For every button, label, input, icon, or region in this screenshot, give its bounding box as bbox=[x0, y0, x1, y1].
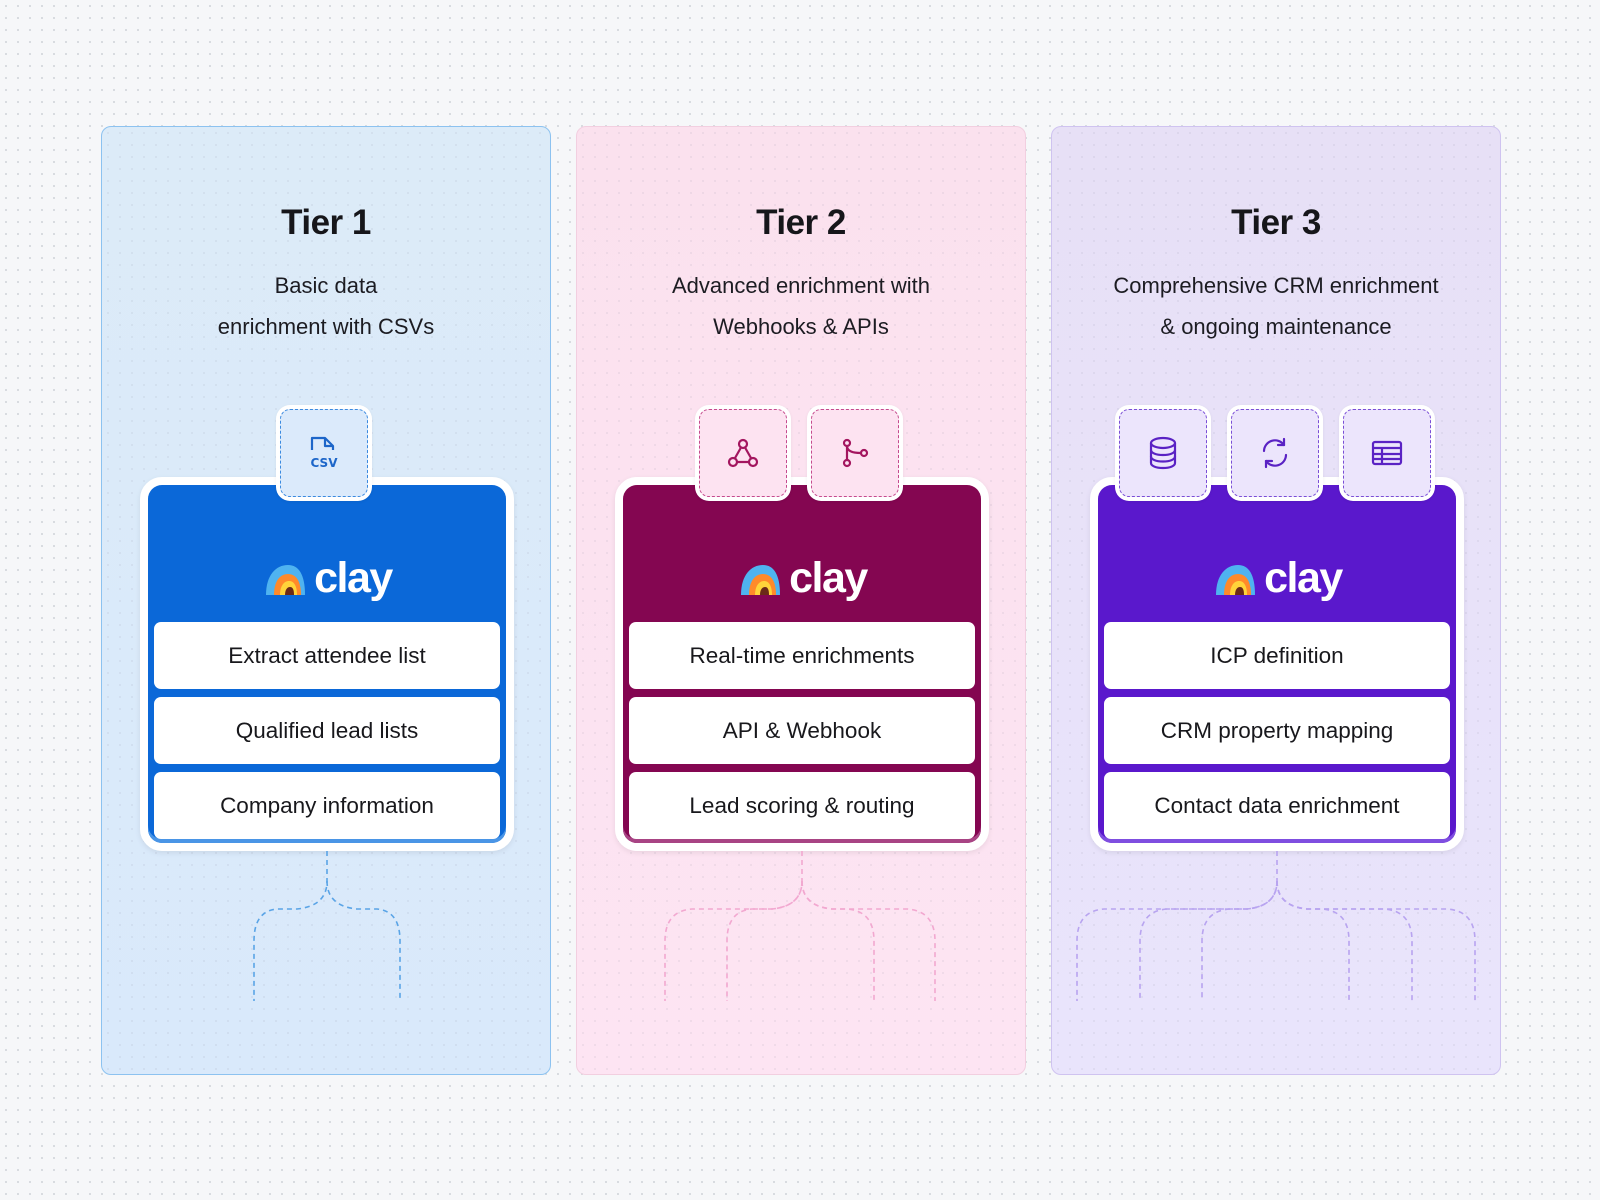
list-item: API & Webhook bbox=[629, 697, 975, 764]
clay-logo: clay bbox=[148, 557, 506, 600]
sync-icon-box bbox=[1227, 405, 1323, 501]
clay-logo-text: clay bbox=[789, 554, 868, 602]
csv-label: CSV bbox=[311, 456, 339, 470]
clay-logo-icon bbox=[1216, 564, 1256, 595]
git-branch-icon bbox=[842, 438, 869, 468]
git-branch-icon-box bbox=[807, 405, 903, 501]
feature-list: Extract attendee list Qualified lead lis… bbox=[154, 622, 500, 843]
branch-connector bbox=[664, 851, 936, 1001]
webhook-icon-box bbox=[695, 405, 791, 501]
list-item: Qualified lead lists bbox=[154, 697, 500, 764]
tier-description: Basic data enrichment with CSVs bbox=[122, 265, 530, 347]
clay-card: clay ICP definition CRM property mapping… bbox=[1090, 477, 1464, 851]
csv-file-icon: CSV bbox=[311, 436, 339, 470]
branch-connector bbox=[253, 851, 401, 1001]
list-item: Extract attendee list bbox=[154, 622, 500, 689]
clay-card: clay Extract attendee list Qualified lea… bbox=[140, 477, 514, 851]
database-icon bbox=[1149, 436, 1177, 470]
tier-2-column: Tier 2 Advanced enrichment with Webhooks… bbox=[576, 126, 1026, 1075]
table-icon bbox=[1371, 440, 1403, 466]
csv-file-icon-box: CSV bbox=[276, 405, 372, 501]
list-item: Contact data enrichment bbox=[1104, 772, 1450, 839]
tier-description-line: Basic data bbox=[274, 273, 378, 298]
table-icon-box bbox=[1339, 405, 1435, 501]
clay-card: clay Real-time enrichments API & Webhook… bbox=[615, 477, 989, 851]
tier-title: Tier 3 bbox=[1231, 203, 1321, 242]
tier-title: Tier 2 bbox=[756, 203, 846, 242]
tier-description-line: Comprehensive CRM enrichment bbox=[1113, 273, 1439, 298]
branch-connector bbox=[1076, 851, 1476, 1001]
tier-description-line: Webhooks & APIs bbox=[713, 314, 889, 339]
tier-title: Tier 1 bbox=[281, 203, 371, 242]
list-item: ICP definition bbox=[1104, 622, 1450, 689]
clay-logo: clay bbox=[623, 557, 981, 600]
tier-description-line: Advanced enrichment with bbox=[671, 273, 931, 298]
list-item: Company information bbox=[154, 772, 500, 839]
tier-1-column: Tier 1 Basic data enrichment with CSVs c… bbox=[101, 126, 551, 1075]
tier-3-column: Tier 3 Comprehensive CRM enrichment & on… bbox=[1051, 126, 1501, 1075]
list-item: Lead scoring & routing bbox=[629, 772, 975, 839]
clay-logo-icon bbox=[741, 564, 781, 595]
tier-description-line: & ongoing maintenance bbox=[1160, 314, 1392, 339]
webhook-icon bbox=[727, 438, 759, 468]
clay-logo: clay bbox=[1098, 557, 1456, 600]
feature-list: ICP definition CRM property mapping Cont… bbox=[1104, 622, 1450, 843]
list-item: Real-time enrichments bbox=[629, 622, 975, 689]
sync-icon bbox=[1262, 437, 1288, 469]
tier-description: Advanced enrichment with Webhooks & APIs bbox=[597, 265, 1005, 347]
feature-list: Real-time enrichments API & Webhook Lead… bbox=[629, 622, 975, 843]
list-item: CRM property mapping bbox=[1104, 697, 1450, 764]
clay-logo-text: clay bbox=[314, 554, 393, 602]
clay-logo-text: clay bbox=[1264, 554, 1343, 602]
database-icon-box bbox=[1115, 405, 1211, 501]
tier-description: Comprehensive CRM enrichment & ongoing m… bbox=[1072, 265, 1480, 347]
clay-logo-icon bbox=[266, 564, 306, 595]
tier-description-line: enrichment with CSVs bbox=[217, 314, 435, 339]
